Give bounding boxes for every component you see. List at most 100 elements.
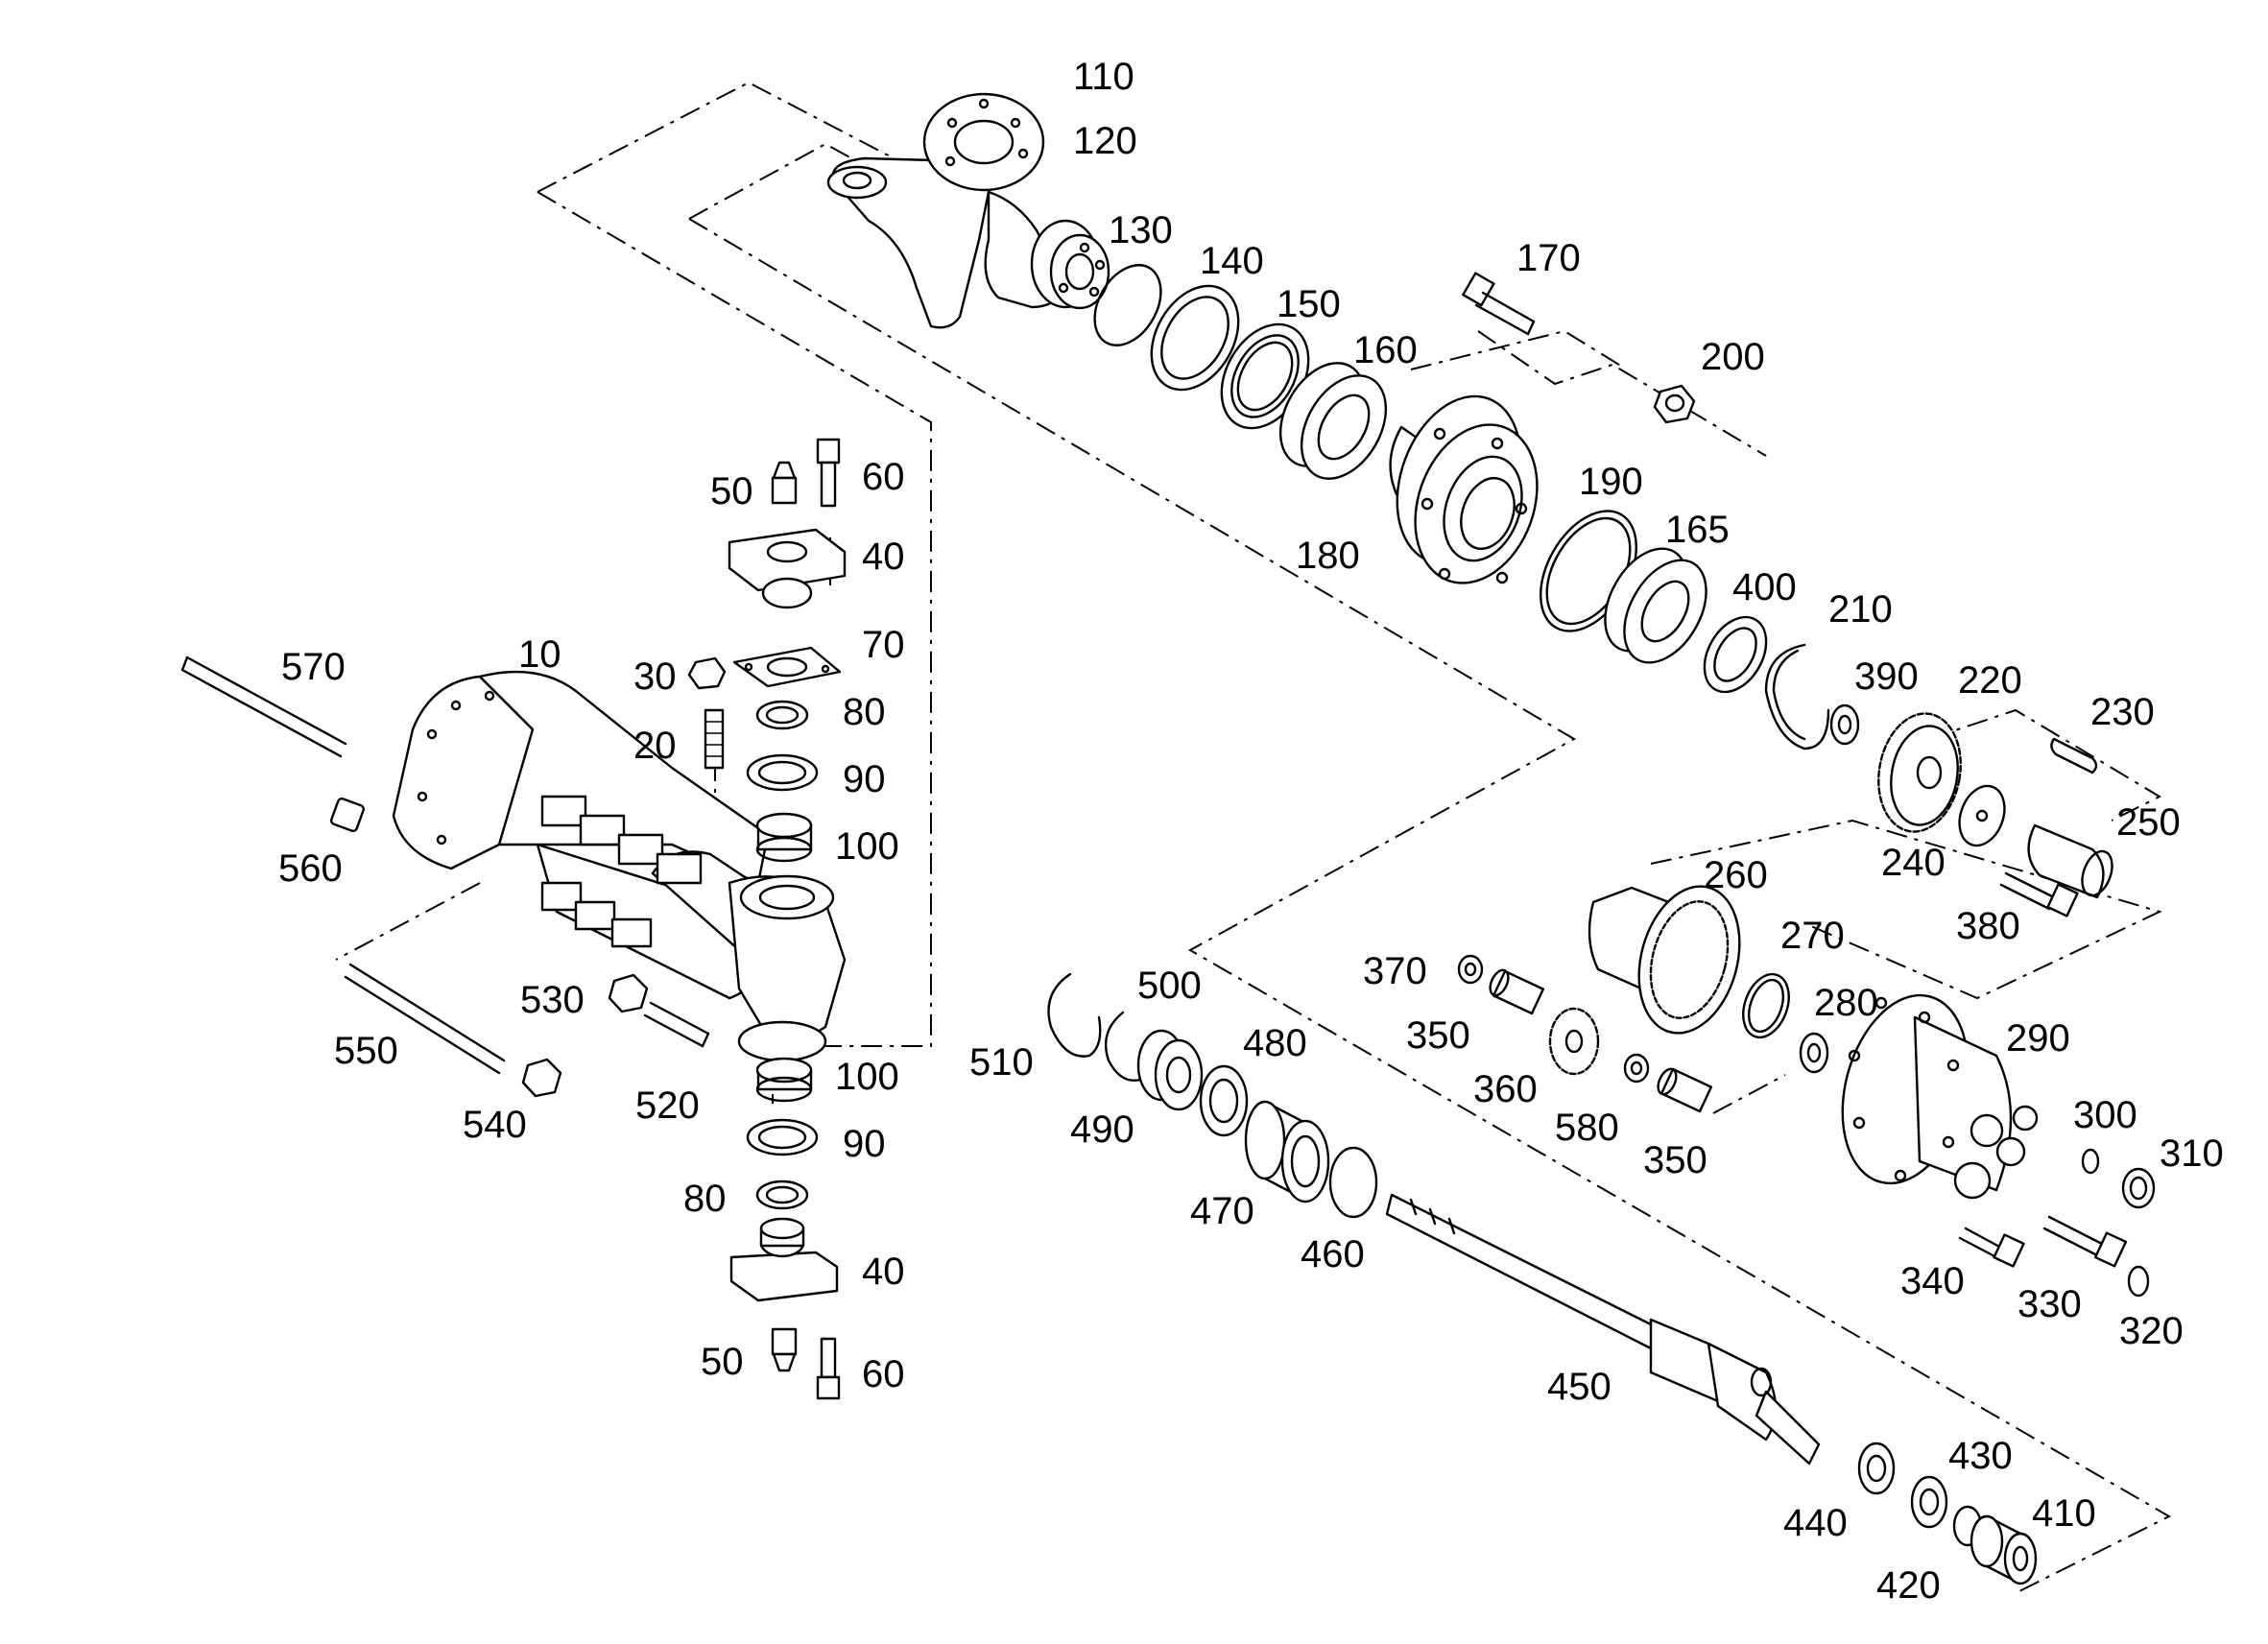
callout-430: 430 <box>1948 1435 2013 1477</box>
callout-410: 410 <box>2032 1492 2096 1535</box>
part-280-washer <box>1799 1032 1829 1074</box>
callout-30: 30 <box>633 655 677 698</box>
part-490-bearing <box>1136 1029 1204 1111</box>
callout-460: 460 <box>1301 1233 1365 1275</box>
part-340-bolt <box>1958 1227 2025 1268</box>
callout-340: 340 <box>1900 1260 1965 1302</box>
part-350-needle-bearing-lower <box>1657 1067 1713 1113</box>
part-80-seal-lower <box>755 1179 809 1210</box>
part-60-bolt-upper <box>816 438 841 508</box>
callout-390: 390 <box>1854 655 1919 698</box>
callout-440: 440 <box>1783 1502 1848 1544</box>
callout-230: 230 <box>2090 691 2155 733</box>
callout-80-upper: 80 <box>843 691 886 733</box>
callout-500: 500 <box>1137 965 1202 1007</box>
callout-90-upper: 90 <box>843 758 886 800</box>
part-330-bolt <box>2042 1215 2128 1268</box>
part-160-bearing <box>1278 362 1388 480</box>
part-270-ring <box>1742 972 1790 1039</box>
callout-110: 110 <box>1073 56 1134 98</box>
part-30-nut <box>687 656 727 690</box>
part-360-planet-gear <box>1548 1007 1600 1076</box>
part-320-o-ring <box>2127 1265 2150 1298</box>
part-40-bearing-cap-lower <box>729 1217 839 1302</box>
callout-280: 280 <box>1814 982 1878 1024</box>
callout-20: 20 <box>633 725 677 767</box>
part-130-snap-ring <box>1093 264 1162 346</box>
callout-350-upper: 350 <box>1406 1014 1470 1057</box>
callout-360: 360 <box>1473 1068 1538 1110</box>
callout-270: 270 <box>1780 915 1845 957</box>
part-170-bolt <box>1462 272 1536 336</box>
part-370-washer <box>1457 954 1484 985</box>
part-400-ring <box>1703 615 1768 694</box>
callout-570: 570 <box>281 646 346 688</box>
callout-550: 550 <box>334 1030 398 1072</box>
callout-480: 480 <box>1243 1022 1307 1064</box>
part-50-grease-nipple-lower <box>771 1327 798 1372</box>
part-540-nut <box>521 1058 562 1098</box>
callout-320: 320 <box>2119 1310 2184 1352</box>
callout-300: 300 <box>2073 1094 2137 1136</box>
callout-470: 470 <box>1190 1190 1254 1232</box>
callout-50-upper: 50 <box>710 470 753 512</box>
steering-knuckle <box>826 92 1110 329</box>
callout-100-upper: 100 <box>835 825 899 868</box>
part-80-seal-upper <box>755 700 809 730</box>
callout-370: 370 <box>1363 950 1427 992</box>
callout-165: 165 <box>1665 509 1730 551</box>
callout-240: 240 <box>1881 842 1946 884</box>
callout-160: 160 <box>1353 329 1418 371</box>
callout-250: 250 <box>2116 801 2181 844</box>
part-410-bushing <box>1970 1514 2038 1585</box>
assembly-guide-lines <box>335 81 2172 1594</box>
callout-450: 450 <box>1547 1366 1611 1408</box>
callout-200: 200 <box>1701 336 1765 378</box>
callout-10: 10 <box>518 633 561 676</box>
part-580-washer <box>1623 1053 1650 1084</box>
part-10-axle-housing <box>392 670 847 1062</box>
part-510-circlip <box>1047 972 1102 1058</box>
part-165-bearing <box>1604 547 1707 664</box>
part-480-seal <box>1199 1064 1249 1137</box>
callout-80-lower: 80 <box>683 1178 727 1220</box>
callout-140: 140 <box>1200 240 1264 282</box>
callout-170: 170 <box>1516 237 1581 279</box>
callout-50-lower: 50 <box>701 1341 744 1383</box>
part-300-o-ring <box>2081 1148 2100 1175</box>
part-90-seal-upper <box>746 753 819 792</box>
callout-60-lower: 60 <box>862 1353 905 1395</box>
part-350-needle-bearing-upper <box>1489 968 1545 1015</box>
part-290-planet-carrier <box>1841 993 2039 1200</box>
callout-380: 380 <box>1956 905 2020 947</box>
callout-120: 120 <box>1073 120 1137 162</box>
callout-330: 330 <box>2017 1283 2082 1325</box>
callout-90-lower: 90 <box>843 1123 886 1165</box>
part-40-bearing-cap-upper <box>728 528 847 609</box>
callout-350-lower: 350 <box>1643 1139 1707 1181</box>
part-50-grease-nipple-upper <box>771 461 798 505</box>
part-90-seal-lower <box>746 1118 819 1156</box>
callout-60-upper: 60 <box>862 456 905 498</box>
part-100-bearing-lower <box>755 1057 813 1103</box>
part-470-bushing <box>1244 1100 1330 1203</box>
part-240-washer <box>1958 784 2006 847</box>
callout-520: 520 <box>635 1084 700 1127</box>
part-550-stud <box>344 963 506 1075</box>
callout-510: 510 <box>969 1041 1034 1084</box>
callout-190: 190 <box>1579 461 1643 503</box>
callout-70: 70 <box>862 624 905 666</box>
callout-540: 540 <box>463 1104 527 1146</box>
callout-310: 310 <box>2160 1132 2224 1175</box>
callout-560: 560 <box>278 847 343 890</box>
part-200-nut <box>1653 384 1696 424</box>
part-220-sun-gear <box>1877 712 1962 833</box>
callout-130: 130 <box>1109 209 1173 251</box>
part-460-ring <box>1328 1146 1378 1219</box>
callout-420: 420 <box>1876 1564 1941 1607</box>
part-420-seal <box>1910 1475 1948 1529</box>
callout-530: 530 <box>520 979 585 1021</box>
callout-260: 260 <box>1704 854 1768 896</box>
part-440-seal <box>1857 1441 1896 1495</box>
